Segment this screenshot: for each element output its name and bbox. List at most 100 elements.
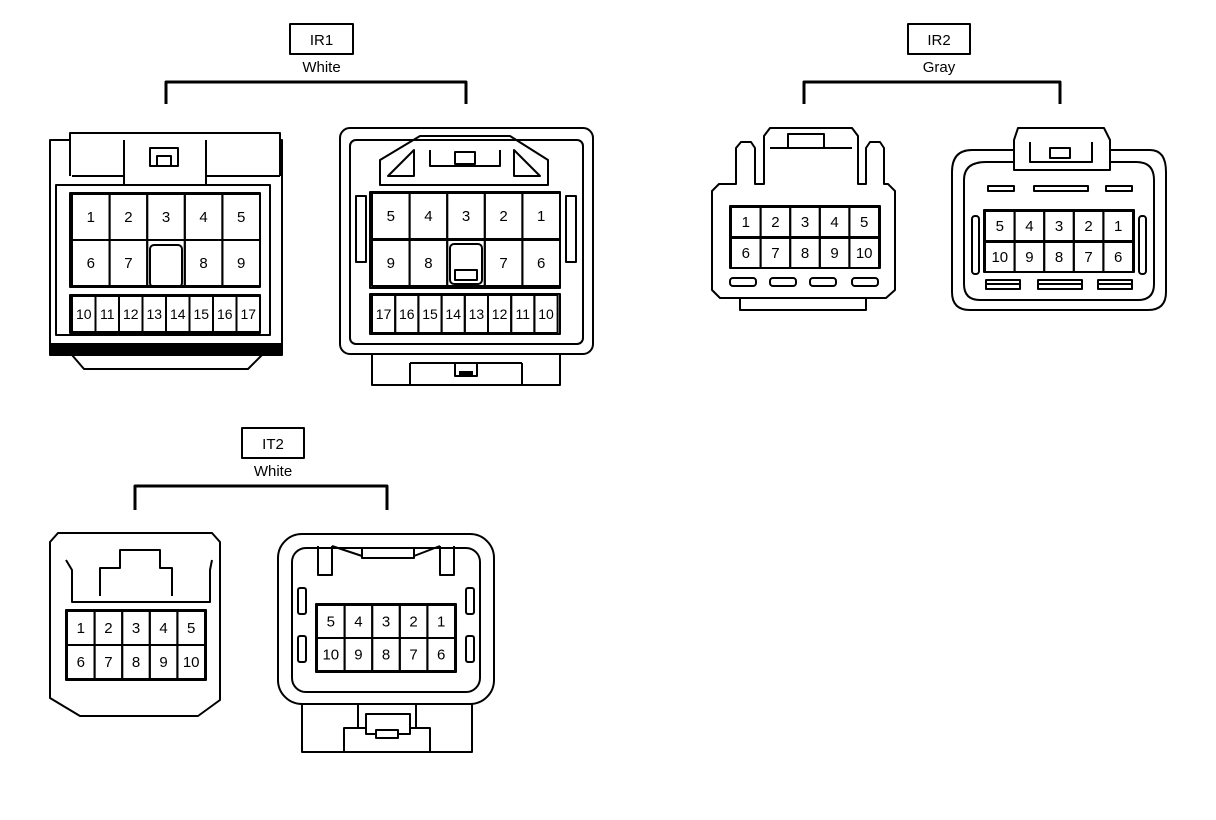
ir2-left-pin-label: 7 bbox=[771, 245, 779, 262]
ir2-left-pin-label: 5 bbox=[860, 214, 868, 231]
ir2-left-pin-label: 3 bbox=[801, 214, 809, 231]
ir1-left-pin-label: 14 bbox=[170, 306, 186, 322]
it2-right-pin-label: 3 bbox=[382, 614, 390, 631]
ir1-right-cell bbox=[521, 239, 562, 287]
ir1-right-pin-label: 6 bbox=[537, 255, 545, 272]
ir1-right-pin-label: 13 bbox=[469, 306, 485, 322]
ir1-right-pin-label: 16 bbox=[399, 306, 415, 322]
ir2-label: IR2 Gray bbox=[907, 23, 971, 76]
ir1-right-pin-label: 4 bbox=[424, 208, 432, 225]
ir1-right-pin-label: 3 bbox=[462, 208, 470, 225]
ir1-code: IR1 bbox=[310, 32, 333, 49]
it2-left-pin-label: 9 bbox=[159, 654, 167, 671]
it2-color: White bbox=[254, 463, 292, 480]
ir1-bracket bbox=[164, 80, 468, 104]
ir1-left-pin-label: 4 bbox=[199, 209, 207, 226]
ir2-color: Gray bbox=[923, 59, 956, 76]
ir2-right-pin-label: 8 bbox=[1055, 249, 1063, 266]
ir1-left-pin-label: 7 bbox=[124, 255, 132, 272]
ir2-right-cell bbox=[1102, 241, 1135, 273]
ir2-code-box bbox=[907, 23, 971, 55]
ir2-right-pin-label: 7 bbox=[1084, 249, 1092, 266]
ir1-left-pin-label: 3 bbox=[162, 209, 170, 226]
ir2-right-pin-label: 9 bbox=[1025, 249, 1033, 266]
ir2-left-pin-label: 8 bbox=[801, 245, 809, 262]
ir1-right-pin-label: 8 bbox=[424, 255, 432, 272]
it2-left-pin-label: 4 bbox=[159, 620, 167, 637]
ir1-left-pin-label: 8 bbox=[199, 255, 207, 272]
it2-left-pin-label: 2 bbox=[104, 620, 112, 637]
ir2-bracket bbox=[802, 80, 1062, 104]
ir1-left-pin-label: 2 bbox=[124, 209, 132, 226]
ir1-left-pin-label: 12 bbox=[123, 306, 139, 322]
it2-right-pin-label: 7 bbox=[409, 647, 417, 664]
ir2-group: IR2 Gray 1 2 3 4 5 6 7 8 9 10 bbox=[711, 23, 1167, 311]
ir2-right-pin-label: 5 bbox=[996, 218, 1004, 235]
ir1-color: White bbox=[302, 59, 340, 76]
it2-left-pin-label: 3 bbox=[132, 620, 140, 637]
ir1-right-pin-label: 12 bbox=[492, 306, 508, 322]
it2-code-box bbox=[241, 427, 305, 459]
it2-left-pin-label: 6 bbox=[77, 654, 85, 671]
ir1-right-cell bbox=[533, 294, 559, 334]
ir1-left-pin-label: 6 bbox=[87, 255, 95, 272]
ir2-left-pin-label: 1 bbox=[742, 214, 750, 231]
it2-right-pin-label: 8 bbox=[382, 647, 390, 664]
ir1-right-pin-label: 11 bbox=[516, 306, 531, 322]
ir1-right-pin-label: 9 bbox=[387, 255, 395, 272]
it2-right-pin-label: 1 bbox=[437, 614, 445, 631]
it2-right-pin-label: 4 bbox=[354, 614, 362, 631]
ir1-left-pin-label: 5 bbox=[237, 209, 245, 226]
it2-right-cell bbox=[426, 637, 456, 672]
it2-left-pin-label: 5 bbox=[187, 620, 195, 637]
ir2-left-pin-label: 4 bbox=[830, 214, 838, 231]
ir1-left-pin-label: 16 bbox=[217, 306, 233, 322]
ir1-left-pin-label: 13 bbox=[146, 306, 162, 322]
ir2-left-cell bbox=[848, 237, 881, 269]
ir2-right-pin-label: 6 bbox=[1114, 249, 1122, 266]
it2-left-pin-label: 1 bbox=[77, 620, 85, 637]
ir1-label: IR1 White bbox=[289, 23, 354, 76]
it2-group: IT2 White 1 2 3 4 5 6 7 8 9 10 bbox=[49, 427, 495, 753]
ir1-left-pin-label: 9 bbox=[237, 255, 245, 272]
ir1-left-pin-label: 17 bbox=[240, 306, 256, 322]
ir2-right-connector: 5 4 3 2 1 10 9 8 7 6 bbox=[951, 127, 1167, 311]
ir2-right-pin-label: 1 bbox=[1114, 218, 1122, 235]
ir2-right-pin-label: 10 bbox=[991, 249, 1008, 266]
ir2-left-connector: 1 2 3 4 5 6 7 8 9 10 bbox=[711, 127, 896, 311]
it2-right-pin-label: 6 bbox=[437, 647, 445, 664]
ir1-right-pin-label: 1 bbox=[537, 208, 545, 225]
it2-bracket bbox=[133, 484, 389, 510]
it2-right-pin-label: 10 bbox=[322, 647, 339, 664]
ir1-right-pin-label: 14 bbox=[445, 306, 461, 322]
ir2-code: IR2 bbox=[927, 32, 950, 49]
ir2-left-pin-label: 9 bbox=[830, 245, 838, 262]
ir2-right-pin-label: 4 bbox=[1025, 218, 1033, 235]
it2-left-cell bbox=[176, 644, 206, 680]
it2-label: IT2 White bbox=[241, 427, 305, 480]
ir1-left-pin-label: 15 bbox=[193, 306, 209, 322]
ir2-left-pin-label: 10 bbox=[856, 245, 873, 262]
it2-right-pin-label: 2 bbox=[409, 614, 417, 631]
ir2-left-pin-label: 6 bbox=[742, 245, 750, 262]
it2-left-pin-label: 7 bbox=[104, 654, 112, 671]
ir2-left-pin-label: 2 bbox=[771, 214, 779, 231]
ir2-right-pin-label: 3 bbox=[1055, 218, 1063, 235]
it2-left-pin-label: 10 bbox=[183, 654, 200, 671]
ir1-left-cell bbox=[235, 295, 261, 333]
ir1-right-pin-label: 7 bbox=[499, 255, 507, 272]
ir1-left-cell bbox=[221, 239, 261, 287]
it2-code: IT2 bbox=[262, 436, 284, 453]
ir1-left-pin-label: 1 bbox=[87, 209, 95, 226]
ir2-right-pin-label: 2 bbox=[1084, 218, 1092, 235]
ir1-right-pin-label: 10 bbox=[538, 306, 554, 322]
ir1-right-pin-label: 15 bbox=[422, 306, 438, 322]
it2-right-pin-label: 5 bbox=[327, 614, 335, 631]
ir1-right-pin-label: 17 bbox=[376, 306, 392, 322]
